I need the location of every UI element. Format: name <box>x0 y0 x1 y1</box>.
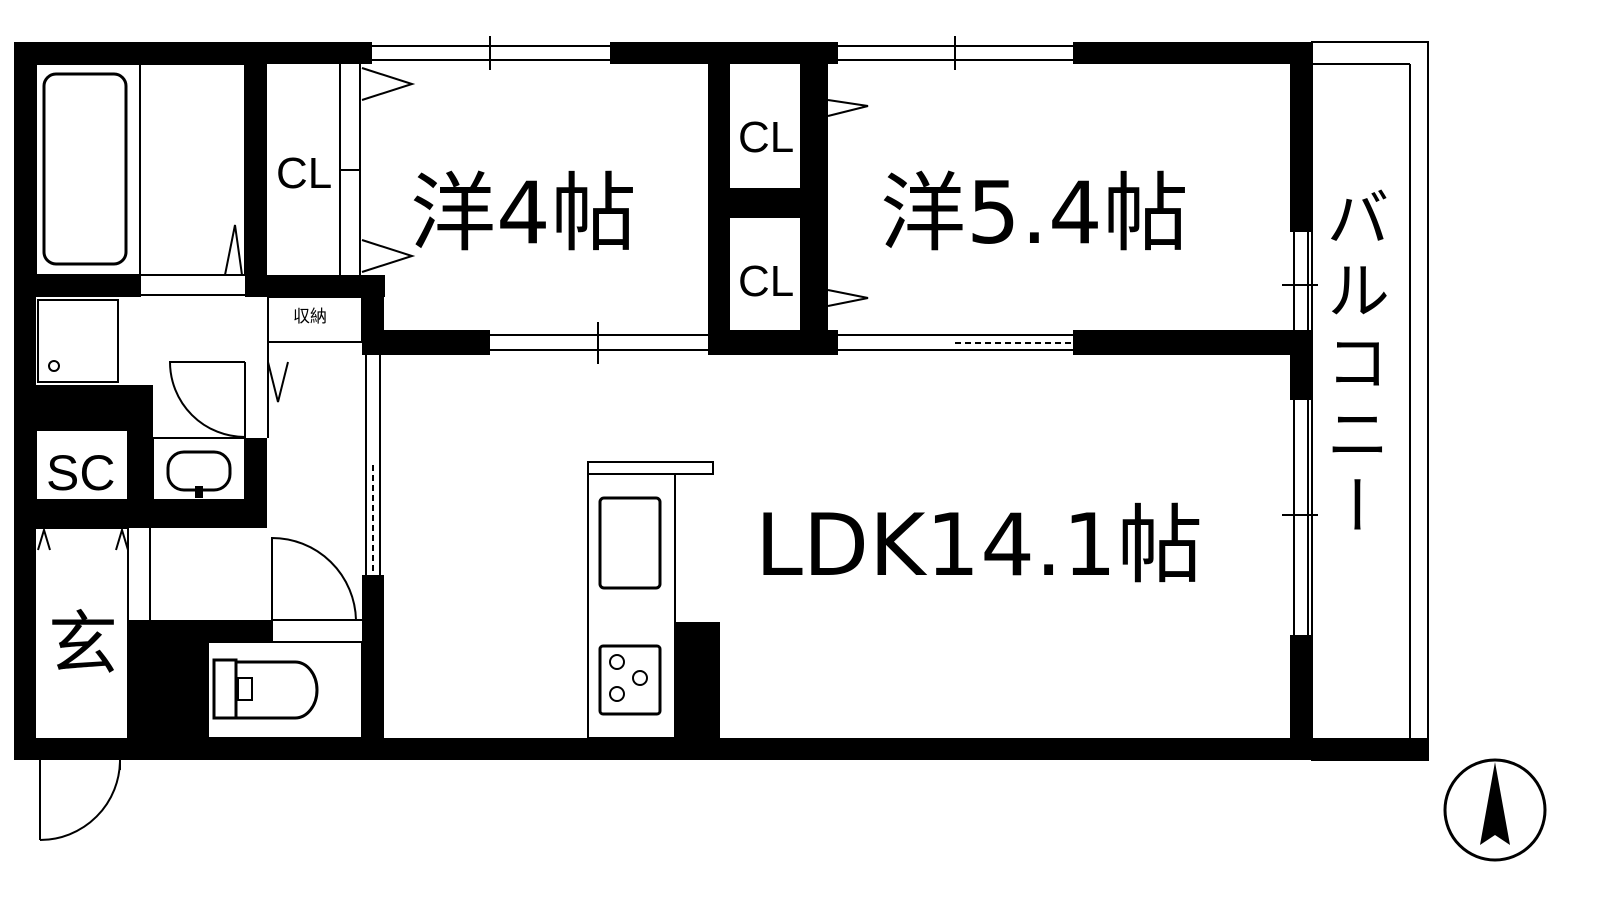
washroom-door <box>168 340 289 438</box>
room-label-western-5-4: 洋5.4帖 <box>880 164 1189 264</box>
entrance-hall <box>127 528 151 738</box>
interior-walls <box>36 42 1312 760</box>
closet-label-1: CL <box>276 149 332 198</box>
balcony <box>1311 41 1429 761</box>
sliding-doors <box>490 322 1073 364</box>
wash-basin <box>152 437 246 501</box>
storage-closet <box>267 296 363 343</box>
shoe-closet <box>35 429 129 551</box>
storage-label: 収納 <box>293 307 327 327</box>
room-label-ldk: LDK14.1帖 <box>755 496 1203 596</box>
toilet-door <box>271 536 362 643</box>
entrance-door <box>39 759 121 841</box>
shoe-closet-label: SC <box>46 445 115 501</box>
hallway-sliding-door <box>365 355 381 575</box>
north-arrow-icon <box>1443 758 1547 862</box>
balcony-label: バルコニー <box>1315 185 1389 545</box>
room-label-western-4: 洋4帖 <box>410 164 637 264</box>
top-windows <box>372 36 1073 70</box>
balcony-windows <box>1282 232 1318 635</box>
closet-label-2: CL <box>738 113 794 162</box>
bathroom <box>35 63 246 296</box>
closet-label-3: CL <box>738 257 794 306</box>
closets-western-5-4 <box>821 99 869 310</box>
toilet <box>207 641 363 739</box>
washing-machine-space <box>37 299 119 383</box>
entrance-label: 玄 <box>48 603 118 685</box>
closet-western-4 <box>339 64 416 275</box>
kitchen-counter <box>587 461 714 739</box>
